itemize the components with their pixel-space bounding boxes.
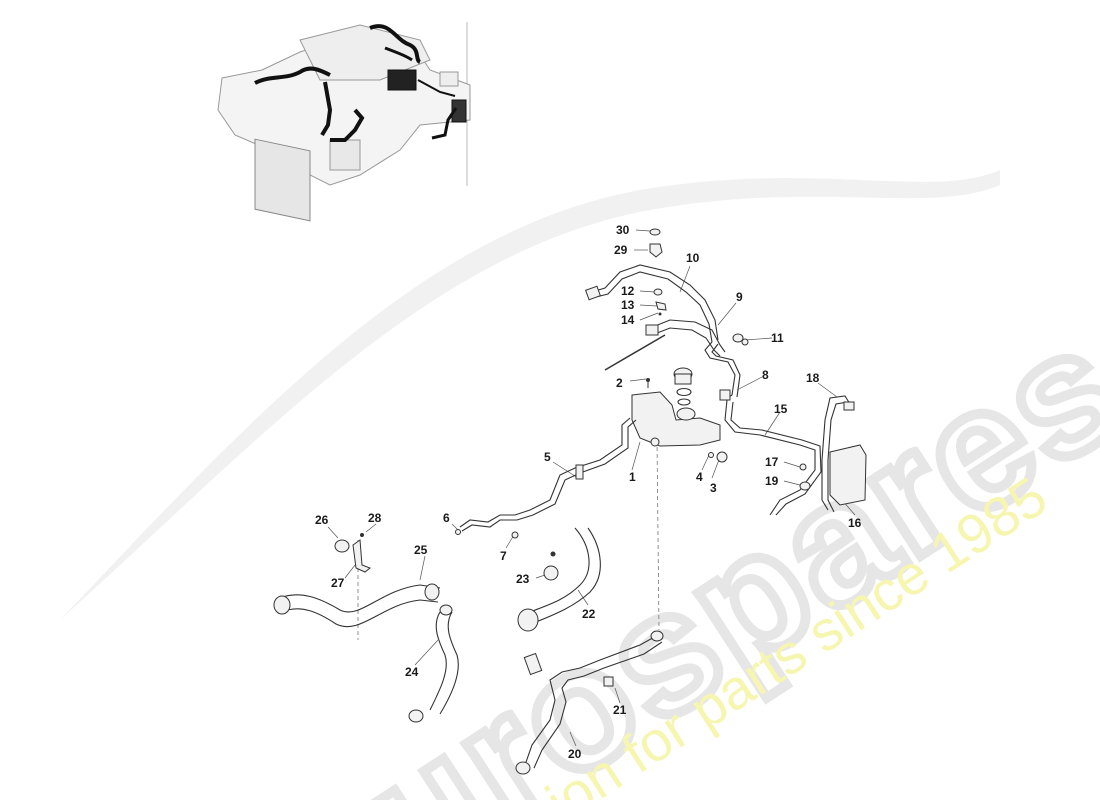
callout-5[interactable]: 5 xyxy=(544,450,551,464)
callout-19[interactable]: 19 xyxy=(765,474,779,488)
callout-24[interactable]: 24 xyxy=(405,665,419,679)
callout-8[interactable]: 8 xyxy=(762,368,769,382)
callout-17[interactable]: 17 xyxy=(765,455,779,469)
pipe-part-15 xyxy=(724,399,816,516)
callout-29[interactable]: 29 xyxy=(614,243,628,257)
callout-20[interactable]: 20 xyxy=(568,747,582,761)
hose-part-18 xyxy=(821,395,851,511)
hoses-and-parts xyxy=(273,228,867,775)
callout-14[interactable]: 14 xyxy=(621,313,635,327)
callout-9[interactable]: 9 xyxy=(736,290,743,304)
callout-15[interactable]: 15 xyxy=(774,402,788,416)
washer-part-30 xyxy=(649,228,661,236)
reservoir-part-16 xyxy=(829,444,867,506)
callout-26[interactable]: 26 xyxy=(315,513,329,527)
hose-part-20 xyxy=(524,634,659,766)
callout-27[interactable]: 27 xyxy=(331,576,345,590)
callout-1[interactable]: 1 xyxy=(629,470,636,484)
callout-7[interactable]: 7 xyxy=(500,549,507,563)
clip-part-29 xyxy=(649,243,663,258)
hose-part-22 xyxy=(529,527,590,613)
callout-30[interactable]: 30 xyxy=(616,223,630,237)
callout-3[interactable]: 3 xyxy=(710,481,717,495)
callout-12[interactable]: 12 xyxy=(621,284,635,298)
hose-part-24 xyxy=(429,611,447,711)
hose-part-8 xyxy=(704,341,736,401)
callout-2[interactable]: 2 xyxy=(616,376,623,390)
hose-part-25 xyxy=(279,584,441,613)
hose-part-10 xyxy=(591,264,719,341)
expansion-tank-part-1 xyxy=(631,391,721,447)
callout-22[interactable]: 22 xyxy=(582,607,596,621)
engine-icon xyxy=(217,24,471,222)
callout-6[interactable]: 6 xyxy=(443,511,450,525)
callout-21[interactable]: 21 xyxy=(613,703,627,717)
callout-23[interactable]: 23 xyxy=(516,572,530,586)
callout-25[interactable]: 25 xyxy=(414,543,428,557)
callouts: 1 2 3 4 5 6 7 8 9 10 11 12 13 14 15 16 1… xyxy=(315,223,862,761)
callout-28[interactable]: 28 xyxy=(368,511,382,525)
watermark: eurospares a passion for parts since 198… xyxy=(60,170,1100,800)
callout-10[interactable]: 10 xyxy=(686,251,700,265)
callout-13[interactable]: 13 xyxy=(621,298,635,312)
callout-18[interactable]: 18 xyxy=(806,371,820,385)
callout-11[interactable]: 11 xyxy=(771,331,784,345)
callout-16[interactable]: 16 xyxy=(848,516,862,530)
pipe-part-5 xyxy=(459,417,631,528)
hose-part-9 xyxy=(649,319,726,353)
overview-thumbnail xyxy=(217,22,471,222)
callout-4[interactable]: 4 xyxy=(696,470,703,484)
